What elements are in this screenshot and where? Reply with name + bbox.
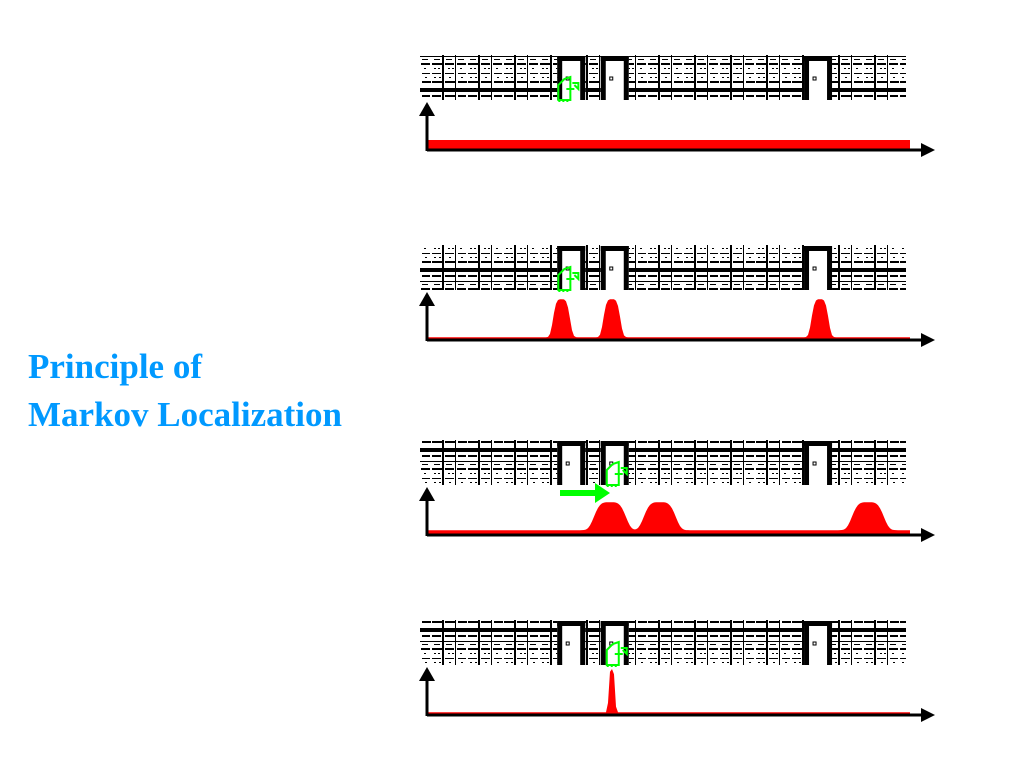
y-axis-arrow-icon [419, 487, 435, 501]
robot-icon [557, 265, 580, 292]
door-post-left [557, 621, 563, 665]
belief-distribution [426, 502, 910, 535]
door-post-left [557, 441, 563, 485]
door-post-left [804, 441, 810, 485]
door-lintel [804, 56, 833, 61]
door-post-right [580, 621, 586, 665]
door-lintel [804, 441, 833, 446]
door-lintel [557, 621, 586, 626]
corridor-wall [420, 440, 906, 485]
door-3 [804, 55, 833, 100]
panel-3 [419, 440, 935, 542]
corridor-wall [420, 245, 906, 290]
panel-4 [419, 620, 935, 722]
door-2 [600, 55, 629, 100]
y-axis-arrow-icon [419, 667, 435, 681]
belief-distribution [426, 669, 910, 715]
x-axis-arrow-icon [921, 708, 935, 722]
robot-arm [566, 272, 580, 282]
corridor-wall [420, 620, 906, 665]
door-knob [565, 461, 570, 466]
door-post-right [827, 56, 833, 100]
door-post-left [600, 246, 606, 290]
title-line-2: Markov Localization [28, 395, 342, 434]
door-post-right [623, 56, 629, 100]
door-post-right [580, 246, 586, 290]
y-axis-arrow-icon [419, 292, 435, 306]
robot-icon [557, 75, 580, 102]
door-post-left [600, 621, 606, 665]
door-2 [600, 245, 629, 290]
door-knob [812, 641, 817, 646]
door-knob [812, 461, 817, 466]
door-post-right [580, 56, 586, 100]
door-lintel [804, 621, 833, 626]
x-axis-arrow-icon [921, 528, 935, 542]
door-2 [600, 620, 629, 665]
door-lintel [600, 441, 629, 446]
door-knob [565, 641, 570, 646]
door-post-left [804, 621, 810, 665]
door-1 [557, 440, 586, 485]
title-line-1: Principle of [28, 347, 202, 386]
door-post-right [827, 441, 833, 485]
x-axis-arrow-icon [921, 143, 935, 157]
door-knob [609, 266, 614, 271]
slide-title: Principle of Markov Localization [28, 343, 342, 439]
door-post-right [827, 246, 833, 290]
door-post-left [804, 246, 810, 290]
robot-icon [605, 460, 628, 487]
door-post-right [827, 621, 833, 665]
door-lintel [600, 621, 629, 626]
door-1 [557, 620, 586, 665]
door-post-left [804, 56, 810, 100]
motion-arrow-icon [560, 483, 610, 503]
door-3 [804, 440, 833, 485]
corridor-wall [420, 55, 906, 100]
robot-icon [605, 640, 628, 667]
door-post-right [623, 441, 629, 485]
panel-2 [419, 245, 935, 347]
robot-arm [614, 467, 628, 477]
door-2 [600, 440, 629, 485]
robot-arm [614, 647, 628, 657]
door-post-left [557, 56, 563, 100]
belief-distribution [426, 140, 910, 150]
door-lintel [600, 246, 629, 251]
door-post-left [557, 246, 563, 290]
door-knob [609, 76, 614, 81]
door-lintel [557, 441, 586, 446]
robot-arm [566, 82, 580, 92]
y-axis-arrow-icon [419, 102, 435, 116]
panel-1 [419, 55, 935, 157]
door-lintel [804, 246, 833, 251]
door-lintel [600, 56, 629, 61]
door-post-left [600, 441, 606, 485]
door-post-right [580, 441, 586, 485]
door-post-right [623, 246, 629, 290]
door-knob [812, 266, 817, 271]
door-lintel [557, 246, 586, 251]
door-knob [812, 76, 817, 81]
door-3 [804, 245, 833, 290]
belief-distribution [426, 299, 910, 340]
door-post-right [623, 621, 629, 665]
door-3 [804, 620, 833, 665]
x-axis-arrow-icon [921, 333, 935, 347]
door-post-left [600, 56, 606, 100]
door-lintel [557, 56, 586, 61]
